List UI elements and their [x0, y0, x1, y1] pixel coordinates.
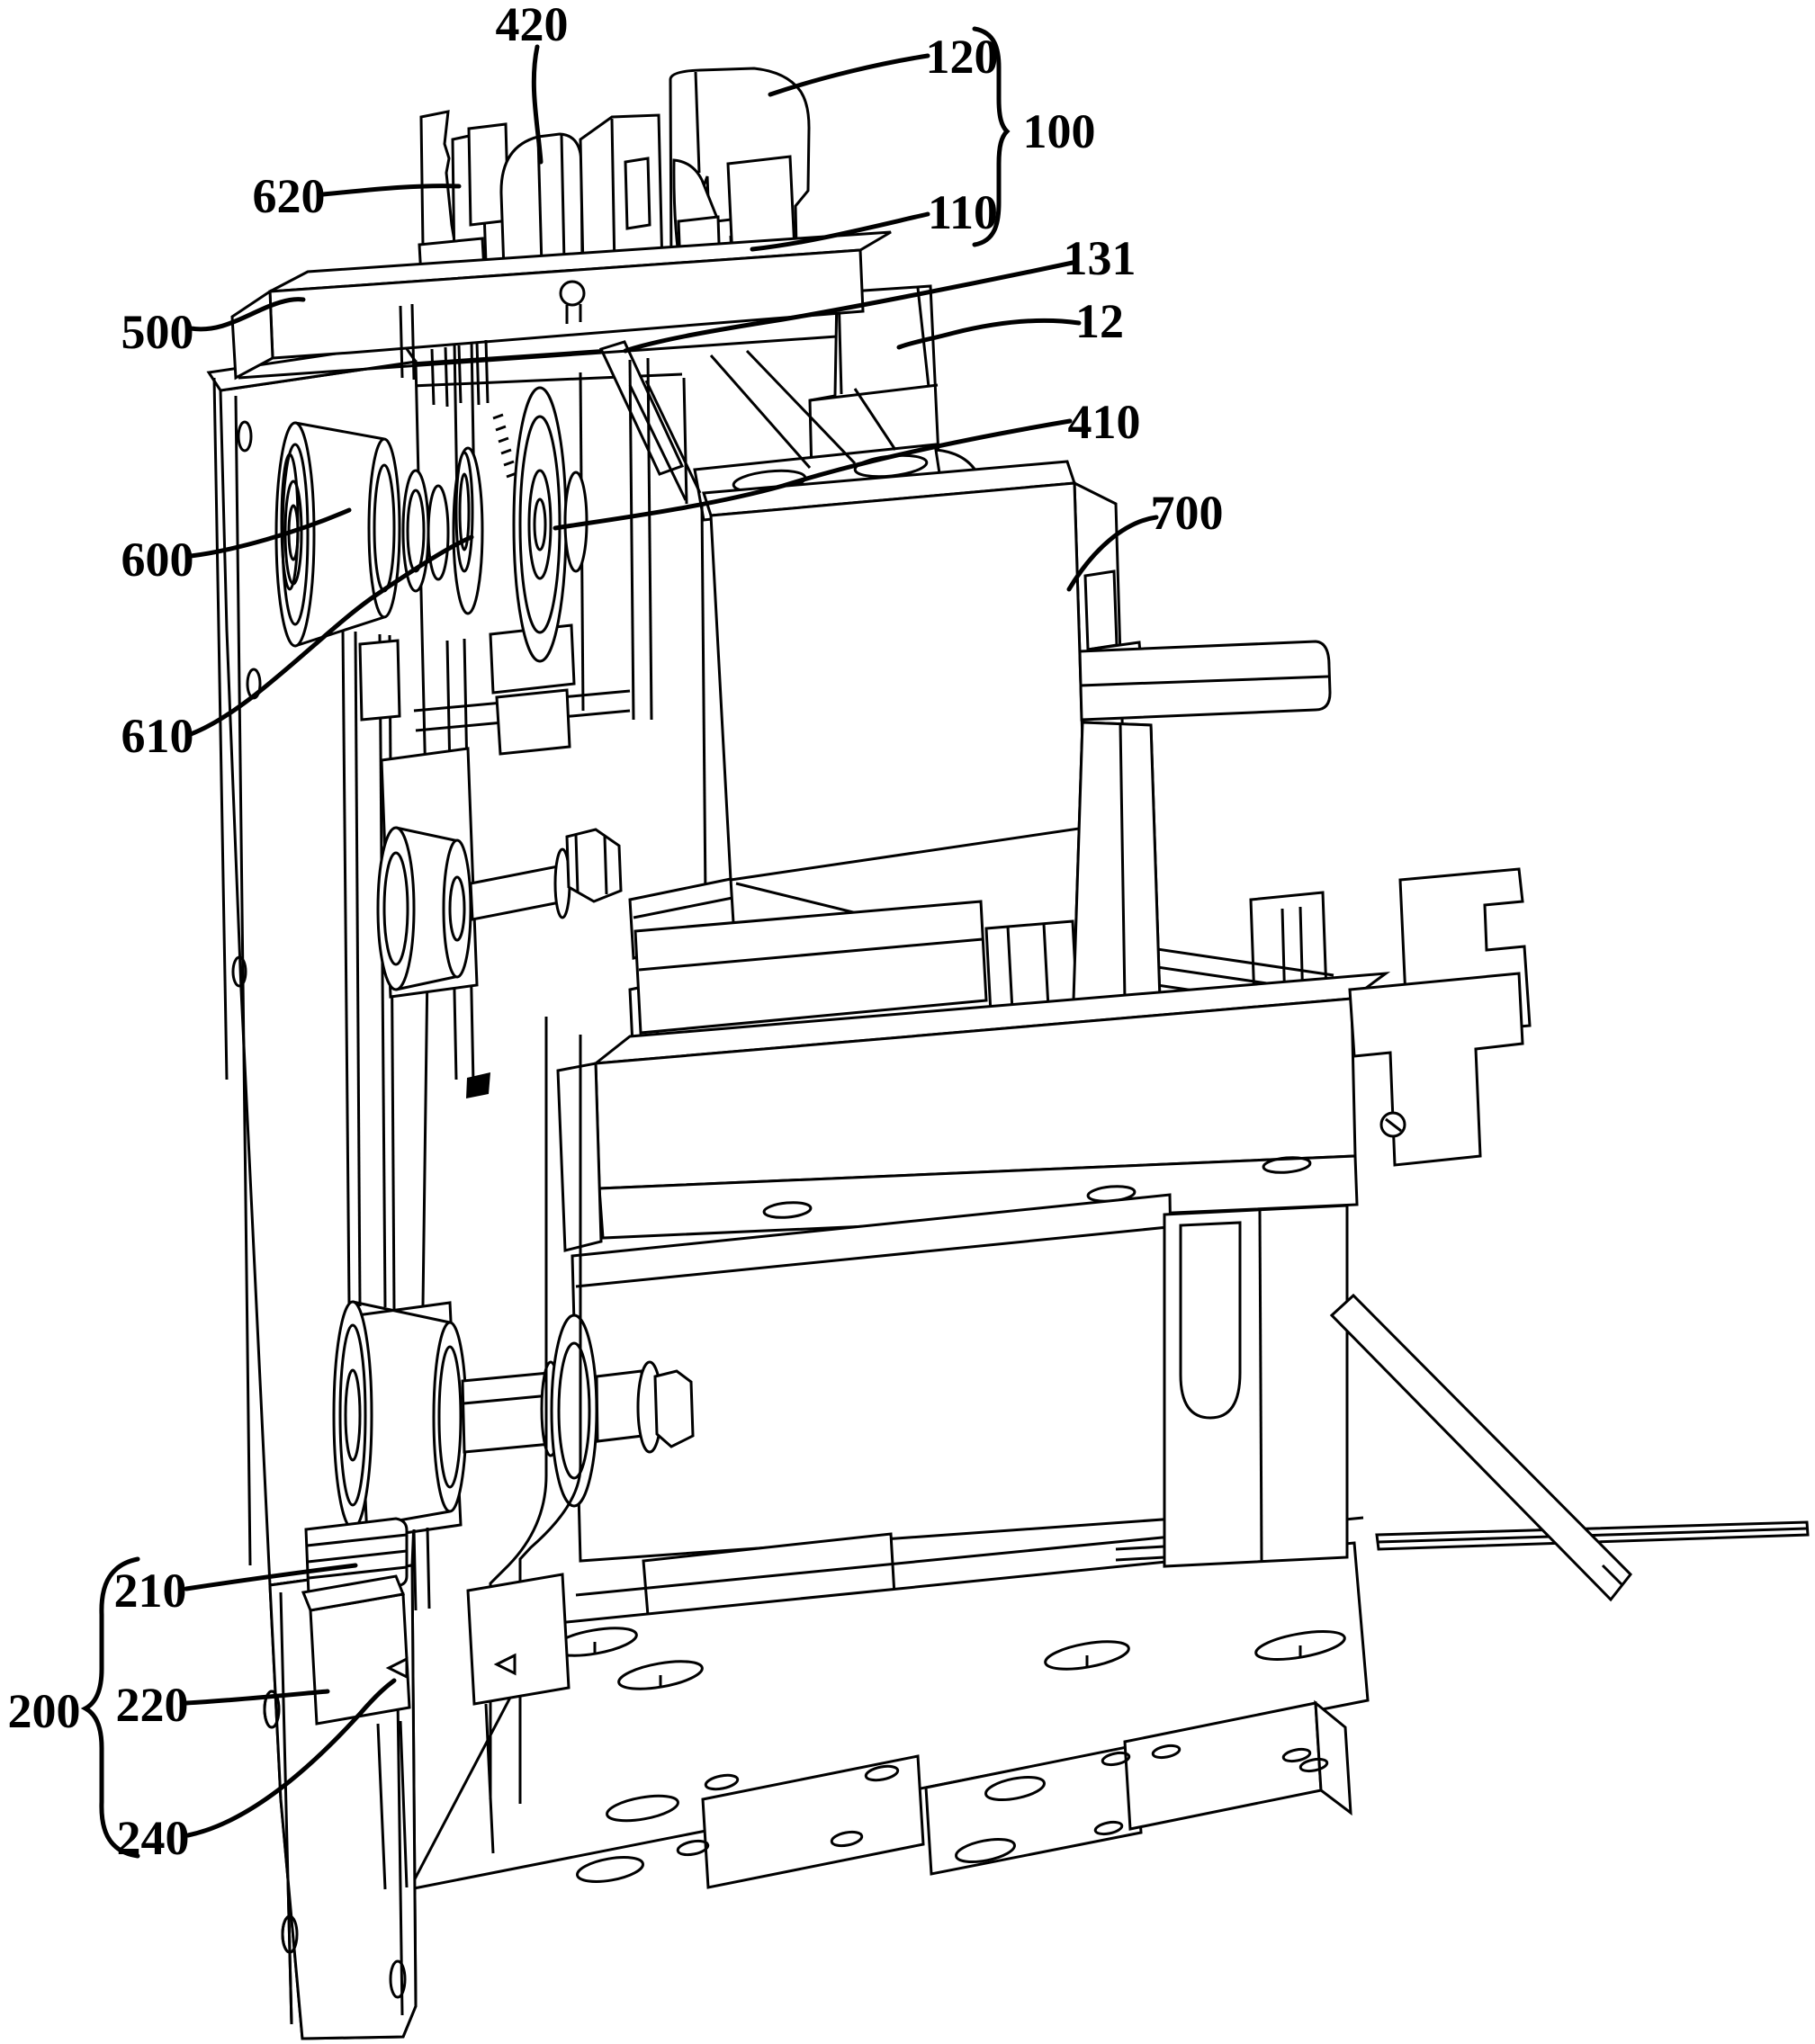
svg-text:200: 200	[8, 1684, 81, 1738]
svg-text:12: 12	[1075, 294, 1124, 348]
svg-text:620: 620	[253, 169, 326, 223]
svg-text:220: 220	[116, 1678, 189, 1732]
svg-text:410: 410	[1068, 395, 1141, 449]
svg-text:700: 700	[1151, 486, 1224, 540]
svg-text:100: 100	[1023, 104, 1096, 158]
svg-text:210: 210	[114, 1564, 187, 1618]
svg-text:131: 131	[1064, 231, 1137, 285]
svg-text:110: 110	[928, 185, 998, 239]
svg-text:500: 500	[121, 305, 194, 359]
svg-text:240: 240	[117, 1811, 190, 1865]
svg-text:610: 610	[121, 709, 194, 763]
svg-text:600: 600	[121, 533, 194, 587]
svg-text:120: 120	[926, 30, 999, 84]
svg-text:420: 420	[496, 0, 569, 51]
